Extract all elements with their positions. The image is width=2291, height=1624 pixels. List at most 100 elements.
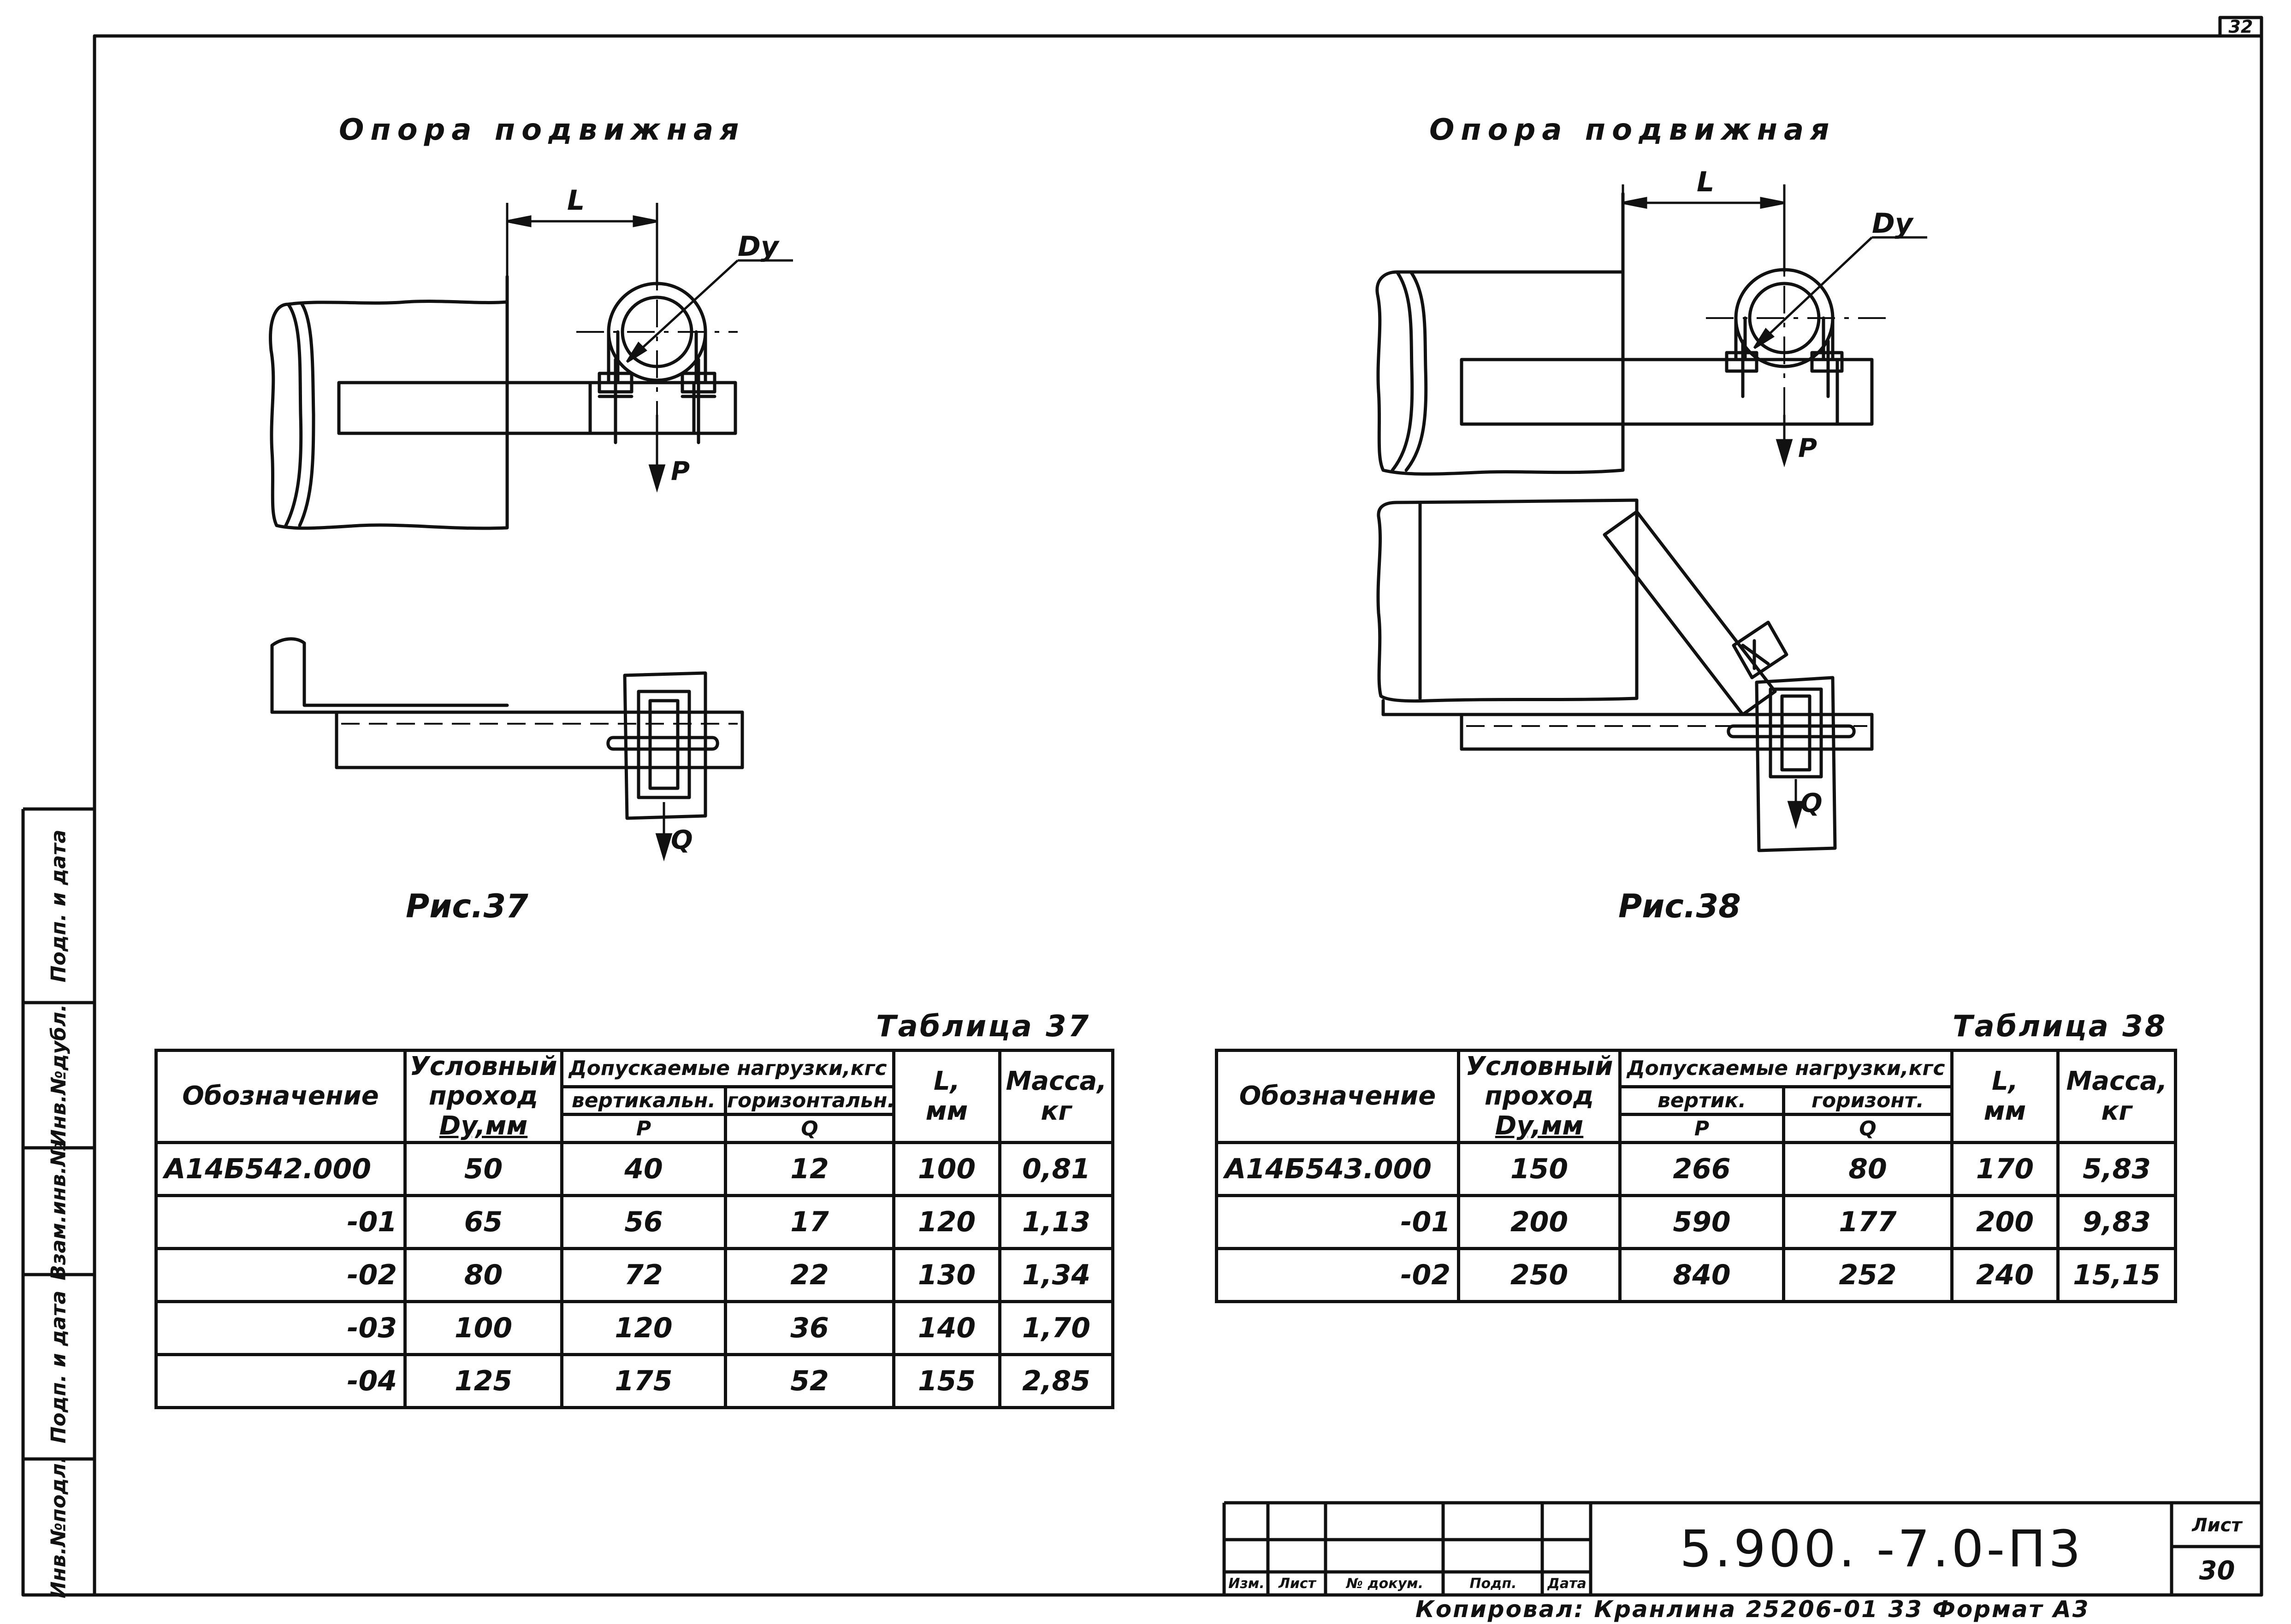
figure-38-title: Опора подвижная [1429,113,1836,147]
header-designation: Обозначение [1215,1048,1460,1145]
copy-footer: Копировал: Кранлина 25206-01 33 Формат А… [1415,1596,2090,1623]
title-block-col-label: № докум. [1346,1575,1424,1592]
header-vertical: вертик. [1618,1085,1785,1116]
cell-l: 200 [1950,1194,2060,1251]
side-stamp-field: Инв.№подл. [47,1455,71,1599]
cell-l: 130 [892,1247,1001,1304]
cell-dn: 100 [403,1300,563,1357]
cell-q: 17 [724,1194,895,1251]
cell-designation: А14Б543.000 [1215,1141,1460,1198]
cell-mass: 1,70 [998,1300,1114,1357]
figure-38-label-p: P [1798,433,1817,463]
title-block-frame [1222,1501,2261,1595]
table-row: -01 65 56 17 120 1,13 [154,1194,1114,1251]
cell-designation: А14Б542.000 [154,1141,407,1198]
title-block-col-label: Дата [1547,1575,1587,1592]
cell-designation: -01 [154,1194,407,1251]
figure-38-caption: Рис.38 [1618,887,1741,925]
cell-l: 155 [892,1353,1001,1410]
header-mass: Масса,кг [2056,1048,2177,1145]
cell-dn: 80 [403,1247,563,1304]
header-allowed-loads: Допускаемые нагрузки,кгс [560,1049,895,1088]
side-stamp-field: Подп. и дата [47,829,71,982]
figure-37-top-view [269,275,737,530]
cell-l: 240 [1950,1247,2060,1304]
cell-q: 80 [1782,1141,1954,1198]
cell-p: 40 [560,1141,727,1198]
header-l: L,мм [892,1048,1001,1145]
header-vertical: вертикальн. [560,1085,727,1116]
title-block-col-label: Лист [1278,1575,1316,1592]
cell-mass: 1,13 [998,1194,1114,1251]
header-horizontal: горизонтальн. [724,1085,895,1116]
figure-37-label-q: Q [671,825,693,855]
cell-designation: -02 [1215,1247,1460,1304]
header-q: Q [724,1113,895,1145]
cell-l: 140 [892,1300,1001,1357]
table-37-caption: Таблица 37 [876,1010,1091,1044]
figure-38-label-l: L [1697,166,1715,198]
cell-q: 12 [724,1141,895,1198]
header-q: Q [1782,1113,1954,1145]
cell-dn: 200 [1457,1194,1622,1251]
figure-38-side-view [1376,498,1874,852]
cell-dn: 125 [403,1353,563,1410]
cell-q: 52 [724,1353,895,1410]
figure-38-label-dy: Dy [1872,207,1913,240]
table-row: -02 80 72 22 130 1,34 [154,1247,1114,1304]
table-row: -04 125 175 52 155 2,85 [154,1353,1114,1410]
cell-mass: 1,34 [998,1247,1114,1304]
table-row: А14Б543.000 150 266 80 170 5,83 [1215,1141,2177,1198]
header-p: P [1618,1113,1785,1145]
cell-mass: 15,15 [2056,1247,2177,1304]
figure-37-side-view [270,637,744,820]
cell-p: 840 [1618,1247,1785,1304]
figure-37-title: Опора подвижная [339,113,746,147]
cell-designation: -04 [154,1353,407,1410]
table-38-caption: Таблица 38 [1953,1010,2167,1044]
cell-designation: -02 [154,1247,407,1304]
figure-38-top-view [1375,192,1874,476]
cell-p: 175 [560,1353,727,1410]
cell-l: 120 [892,1194,1001,1251]
cell-dn: 50 [403,1141,563,1198]
sheet-label: Лист [2192,1514,2242,1536]
cell-p: 72 [560,1247,727,1304]
table-row: А14Б542.000 50 40 12 100 0,81 [154,1141,1114,1198]
document-code: 5.900. -7.0-П3 [1680,1519,2084,1578]
header-mass: Масса,кг [998,1048,1114,1145]
cell-q: 252 [1782,1247,1954,1304]
sheet-corner-number: 32 [2228,17,2253,37]
cell-q: 177 [1782,1194,1954,1251]
figure-37-caption: Рис.37 [406,887,528,925]
header-l: L,мм [1950,1048,2060,1145]
figure-37-label-dy: Dy [738,230,779,263]
cell-designation: -03 [154,1300,407,1357]
cell-q: 36 [724,1300,895,1357]
cell-dn: 150 [1457,1141,1622,1198]
cell-l: 100 [892,1141,1001,1198]
figure-37-label-p: P [671,456,690,486]
cell-l: 170 [1950,1141,2060,1198]
header-p: P [560,1113,727,1145]
title-block-col-label: Подп. [1469,1575,1517,1592]
table-row: -01 200 590 177 200 9,83 [1215,1194,2177,1251]
side-stamp-field: Взам.инв.№ [47,1142,71,1281]
cell-p: 266 [1618,1141,1785,1198]
header-designation: Обозначение [154,1048,407,1145]
side-stamp-field: Подп. и дата [47,1290,71,1443]
cell-dn: 65 [403,1194,563,1251]
cell-mass: 5,83 [2056,1141,2177,1198]
sheet-number: 30 [2199,1556,2235,1586]
cell-designation: -01 [1215,1194,1460,1251]
figure-37-label-l: L [567,184,585,217]
table-row: -02 250 840 252 240 15,15 [1215,1247,2177,1304]
figure-38-label-q: Q [1800,788,1823,818]
side-stamp-frame [21,807,95,1595]
header-horizontal: горизонт. [1782,1085,1954,1116]
